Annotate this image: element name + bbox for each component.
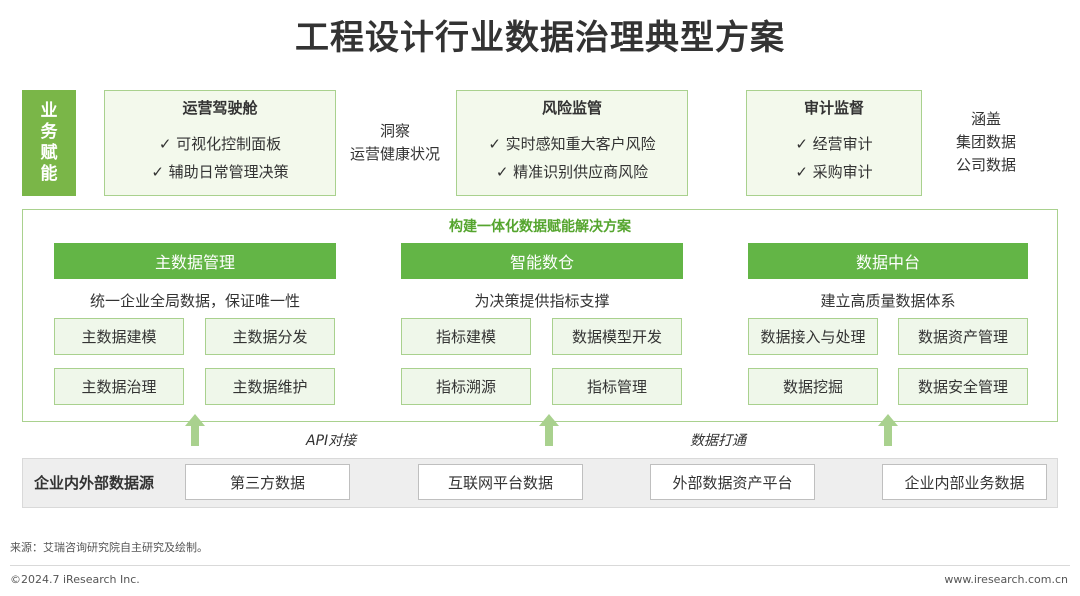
data-source-title: 企业内外部数据源 (34, 474, 155, 492)
capability-box: 指标建模 (401, 318, 531, 355)
business-card-title: 运营驾驶舱 (182, 99, 258, 117)
note-line: 涵盖 (970, 110, 1001, 128)
capability-box: 数据接入与处理 (748, 318, 878, 355)
up-arrow-icon (185, 414, 205, 446)
capability-box: 主数据维护 (205, 368, 335, 405)
business-card-item: ✓ 辅助日常管理决策 (151, 163, 289, 181)
up-arrow-icon (878, 414, 898, 446)
column-header-master-data: 主数据管理 (54, 243, 336, 279)
business-card-item: ✓ 精准识别供应商风险 (495, 163, 649, 181)
data-source-box: 第三方数据 (185, 464, 350, 500)
capability-box: 数据安全管理 (898, 368, 1028, 405)
business-card-item: ✓ 实时感知重大客户风险 (488, 135, 656, 153)
business-card-risk-supervision: 风险监管 ✓ 实时感知重大客户风险 ✓ 精准识别供应商风险 (456, 90, 688, 196)
note-line: 洞察 (379, 122, 410, 140)
note-line: 运营健康状况 (349, 145, 440, 163)
capability-box: 主数据建模 (54, 318, 184, 355)
business-enablement-label: 业务赋能 (22, 90, 76, 196)
note-line: 公司数据 (955, 156, 1016, 174)
capability-box: 数据资产管理 (898, 318, 1028, 355)
footer-divider (10, 565, 1070, 566)
column-desc-data-platform: 建立高质量数据体系 (820, 292, 956, 310)
page-title: 工程设计行业数据治理典型方案 (295, 18, 785, 58)
capability-box: 主数据治理 (54, 368, 184, 405)
column-desc-master-data: 统一企业全局数据，保证唯一性 (89, 292, 300, 310)
business-card-item: ✓ 经营审计 (795, 135, 873, 153)
business-card-item: ✓ 可视化控制面板 (158, 135, 282, 153)
solution-title: 构建一体化数据赋能解决方案 (449, 219, 631, 235)
solution-frame (22, 209, 1058, 422)
up-arrow-icon (539, 414, 559, 446)
business-card-operations-cockpit: 运营驾驶舱 ✓ 可视化控制面板 ✓ 辅助日常管理决策 (104, 90, 336, 196)
business-card-title: 审计监督 (803, 99, 864, 117)
business-card-audit-supervision: 审计监督 ✓ 经营审计 ✓ 采购审计 (746, 90, 922, 196)
website-link[interactable]: www.iresearch.com.cn (944, 573, 1068, 586)
business-card-title: 风险监管 (541, 99, 602, 117)
capability-box: 指标管理 (552, 368, 682, 405)
column-desc-smart-warehouse: 为决策提供指标支撑 (474, 292, 610, 310)
capability-box: 主数据分发 (205, 318, 335, 355)
column-header-smart-warehouse: 智能数仓 (401, 243, 683, 279)
data-source-box: 外部数据资产平台 (650, 464, 815, 500)
data-source-box: 互联网平台数据 (418, 464, 583, 500)
note-operations-health: 洞察 运营健康状况 (336, 120, 454, 166)
business-enablement-label-text: 业务赋能 (40, 101, 58, 184)
flow-label-data: 数据打通 (690, 433, 746, 449)
capability-box: 指标溯源 (401, 368, 531, 405)
business-card-item: ✓ 采购审计 (795, 163, 873, 181)
source-note: 来源：艾瑞咨询研究院自主研究及绘制。 (10, 541, 208, 554)
flow-label-api: API对接 (306, 433, 357, 449)
column-header-data-platform: 数据中台 (748, 243, 1028, 279)
note-coverage: 涵盖 集团数据 公司数据 (934, 108, 1038, 177)
note-line: 集团数据 (955, 133, 1016, 151)
capability-box: 数据模型开发 (552, 318, 682, 355)
capability-box: 数据挖掘 (748, 368, 878, 405)
copyright: ©2024.7 iResearch Inc. (10, 573, 140, 586)
data-source-box: 企业内部业务数据 (882, 464, 1047, 500)
